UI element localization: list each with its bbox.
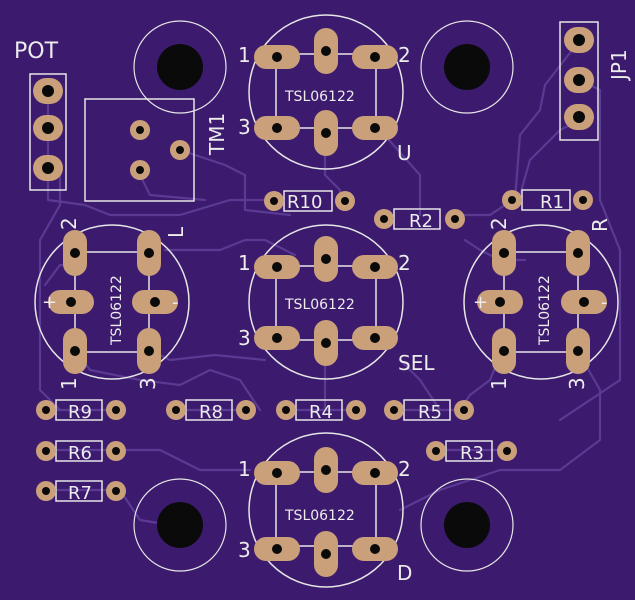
sensor-u-pin3: 3 xyxy=(238,115,251,139)
l-mark-label: L xyxy=(164,226,188,238)
tm1-label: TM1 xyxy=(205,113,229,156)
sensor-r-minus: - xyxy=(601,292,608,313)
sensor-r-pin2: 2 xyxy=(487,217,511,230)
resistor-r6: R6 xyxy=(36,440,126,464)
sensor-sel-part: TSL06122 xyxy=(284,297,355,313)
r4-label: R4 xyxy=(309,402,333,423)
sensor-u-part: TSL06122 xyxy=(284,89,355,105)
sensor-sel: TSL06122 1 2 3 SEL xyxy=(238,224,435,380)
sensor-d-pin1: 1 xyxy=(238,457,251,481)
d-mark-label: D xyxy=(397,561,412,585)
r7-label: R7 xyxy=(68,483,92,504)
r8-label: R8 xyxy=(199,402,223,423)
resistor-r10: R10 xyxy=(264,190,355,213)
sensor-l-plus: + xyxy=(42,292,57,313)
jp1-header: JP1 xyxy=(559,21,631,141)
sensor-r-part: TSL06122 xyxy=(537,275,553,346)
sensor-sel-pin1: 1 xyxy=(238,251,251,275)
sensor-u: TSL06122 1 2 3 U xyxy=(238,14,412,170)
sensor-l-pin3: 3 xyxy=(136,377,160,390)
r2-label: R2 xyxy=(409,211,433,232)
sensor-d-pin3: 3 xyxy=(238,538,251,562)
sensor-d-part: TSL06122 xyxy=(284,508,355,524)
resistor-r5: R5 xyxy=(384,399,474,423)
r6-label: R6 xyxy=(68,443,92,464)
resistor-r4: R4 xyxy=(276,399,366,423)
sensor-u-pin1: 1 xyxy=(238,43,251,67)
tm1-switch: TM1 L xyxy=(84,98,229,238)
sensor-l-pin1: 1 xyxy=(57,377,81,390)
sensor-l: TSL06122 2 1 3 + - xyxy=(34,217,190,390)
sensor-r-plus: + xyxy=(473,292,488,313)
sensor-sel-pin3: 3 xyxy=(238,326,251,350)
r-mark-label: R xyxy=(588,218,612,232)
sensor-l-pin2: 2 xyxy=(57,217,81,230)
sensor-sel-pin2: 2 xyxy=(398,251,411,275)
sensor-l-part: TSL06122 xyxy=(109,275,125,346)
pot-header: POT xyxy=(14,39,67,191)
resistor-r8: R8 xyxy=(166,399,256,423)
pot-label: POT xyxy=(14,39,59,64)
resistor-r1: R1 xyxy=(502,189,593,213)
mounting-holes xyxy=(133,20,514,572)
sel-mark-label: SEL xyxy=(398,351,435,375)
jp1-label: JP1 xyxy=(607,49,631,82)
r10-label: R10 xyxy=(287,192,322,213)
sensor-r: TSL06122 2 1 3 + - R xyxy=(463,217,619,390)
sensor-r-pin1: 1 xyxy=(487,377,511,390)
r5-label: R5 xyxy=(418,402,442,423)
sensor-r-pin3: 3 xyxy=(565,377,589,390)
resistor-r9: R9 xyxy=(36,399,126,423)
r9-label: R9 xyxy=(68,402,92,423)
sensor-d: TSL06122 1 2 3 D xyxy=(238,432,412,588)
sensor-u-pin2: 2 xyxy=(398,43,411,67)
sensor-l-minus: - xyxy=(172,292,179,313)
resistor-r3: R3 xyxy=(426,440,517,464)
u-mark-label: U xyxy=(397,141,412,165)
r3-label: R3 xyxy=(460,443,484,464)
r1-label: R1 xyxy=(540,192,564,213)
resistor-r7: R7 xyxy=(36,480,126,504)
sensor-d-pin2: 2 xyxy=(398,457,411,481)
resistor-r2: R2 xyxy=(374,208,465,232)
